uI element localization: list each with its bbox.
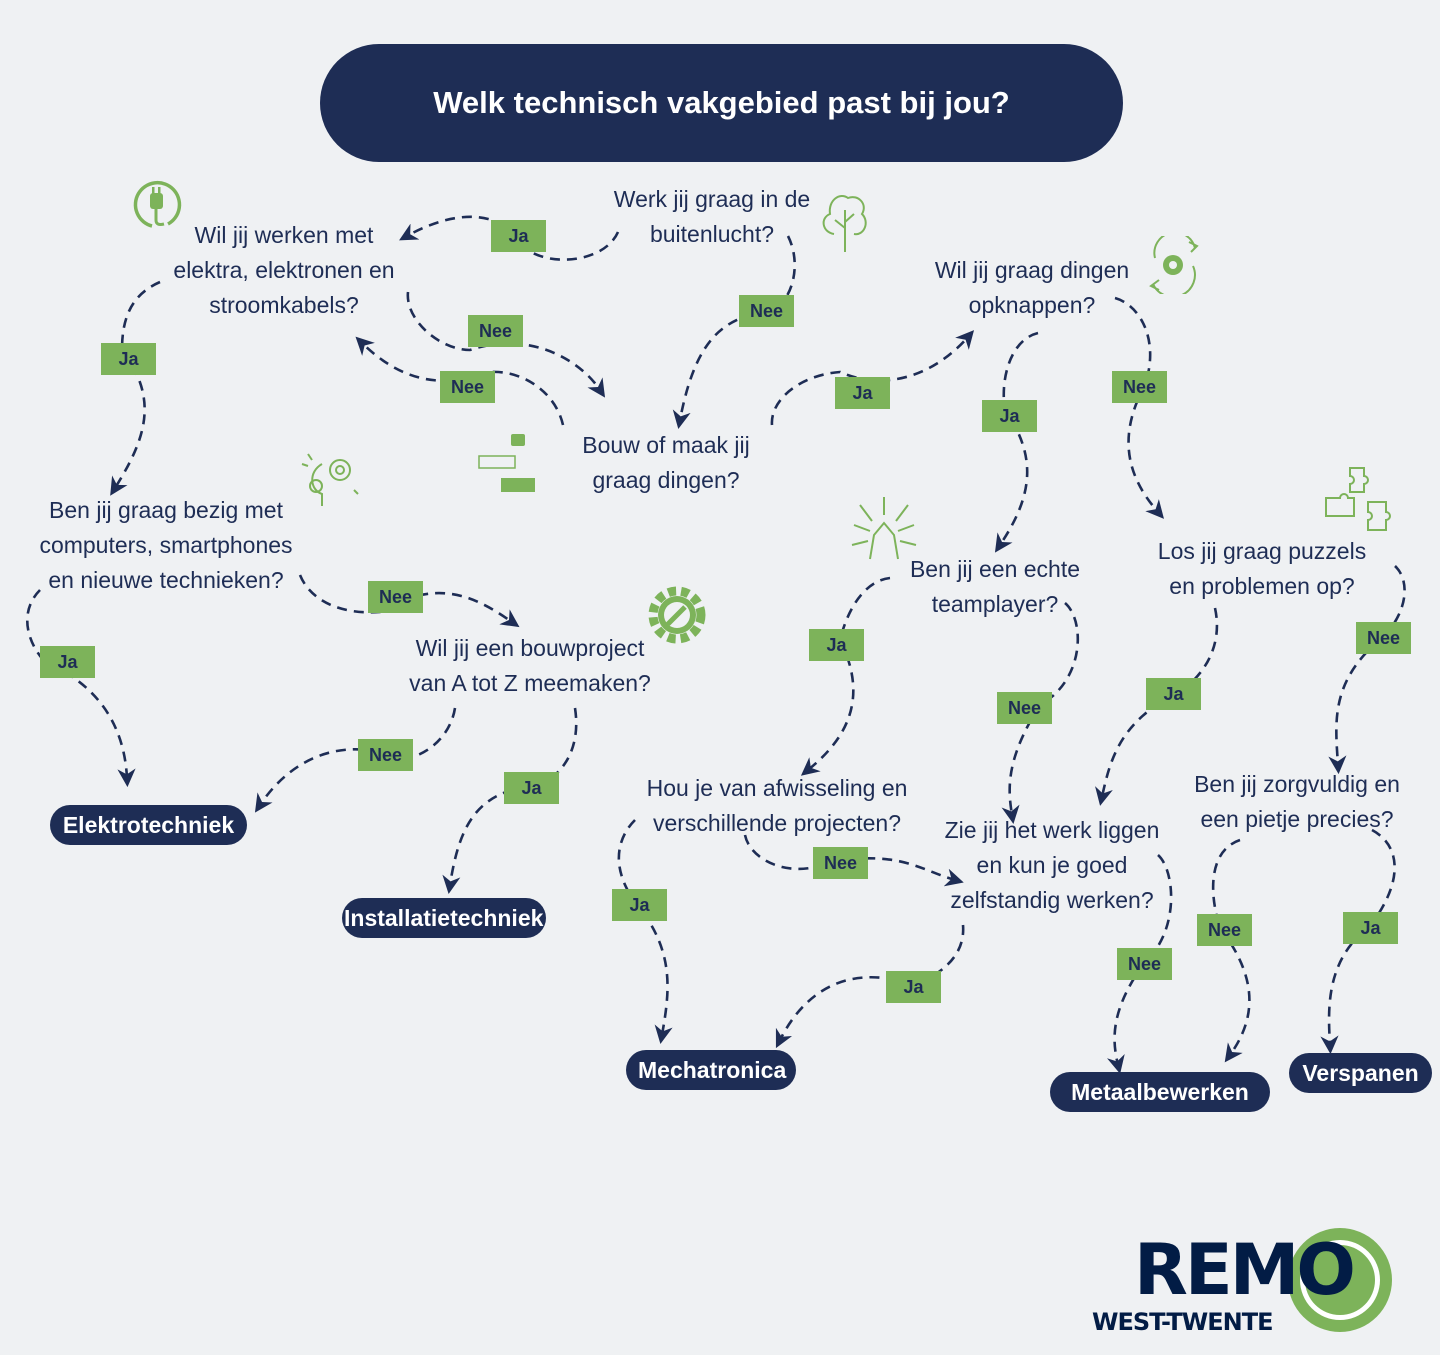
question-line: teamplayer?	[931, 591, 1059, 617]
label-ja: Ja	[886, 971, 941, 1003]
label-nee: Nee	[440, 371, 495, 403]
label-nee: Nee	[468, 315, 523, 347]
question-buitenlucht: Werk jij graag in de buitenlucht?	[614, 182, 810, 252]
remo-west-twente-logo: REMO WEST-TWENTE	[1090, 1222, 1400, 1342]
label-nee: Nee	[1112, 371, 1167, 403]
outcome-mechatronica: Mechatronica	[626, 1050, 796, 1090]
question-puzzels: Los jij graag puzzels en problemen op?	[1158, 534, 1366, 604]
label-ja: Ja	[40, 646, 95, 678]
outcome-elektrotechniek: Elektrotechniek	[50, 805, 247, 845]
question-line: Ben jij zorgvuldig en	[1194, 771, 1400, 797]
question-precies: Ben jij zorgvuldig en een pietje precies?	[1194, 767, 1400, 837]
label-ja: Ja	[982, 400, 1037, 432]
outcome-installatietechniek: Installatietechniek	[342, 898, 546, 938]
question-line: een pietje precies?	[1200, 806, 1394, 832]
arrow	[1211, 838, 1251, 1063]
arrow	[110, 280, 161, 496]
question-line: zelfstandig werken?	[950, 887, 1154, 913]
label-nee: Nee	[358, 739, 413, 771]
label-ja: Ja	[809, 629, 864, 661]
page-title: Welk technisch vakgebied past bij jou?	[320, 44, 1123, 162]
question-line: buitenlucht?	[649, 221, 775, 247]
arrow	[1107, 854, 1173, 1074]
arrow	[672, 235, 796, 429]
arrow	[617, 819, 673, 1044]
refresh-gear-icon	[1149, 236, 1199, 294]
label-ja: Ja	[491, 220, 546, 252]
idea-gears-icon	[301, 453, 359, 506]
question-computers: Ben jij graag bezig met computers, smartp…	[39, 493, 292, 598]
question-line: Zie jij het werk liggen	[944, 817, 1160, 843]
question-line: Hou je van afwisseling en	[646, 775, 908, 801]
arrow	[743, 834, 964, 887]
logo-subtitle: WEST-TWENTE	[1092, 1308, 1274, 1336]
arrow	[775, 924, 965, 1049]
question-line: Werk jij graag in de	[613, 186, 811, 212]
question-line: Wil jij een bouwproject	[415, 635, 645, 661]
question-line: en nieuwe technieken?	[48, 567, 284, 593]
arrow	[1328, 565, 1406, 775]
question-line: Wil jij werken met	[194, 222, 374, 248]
question-line: en problemen op?	[1169, 573, 1355, 599]
question-line: elektra, elektronen en	[173, 257, 395, 283]
question-elektra: Wil jij werken met elektra, elektronen en…	[173, 218, 394, 323]
label-nee: Nee	[1117, 948, 1172, 980]
arrow	[800, 576, 891, 776]
question-bouw: Bouw of maak jij graag dingen?	[582, 428, 749, 498]
label-ja: Ja	[504, 772, 559, 804]
arrow	[1001, 602, 1080, 824]
arrow	[406, 291, 606, 398]
label-ja: Ja	[1343, 912, 1398, 944]
teamwork-hands-icon	[851, 497, 917, 560]
question-line: Ben jij een echte	[909, 556, 1081, 582]
label-nee: Nee	[1197, 914, 1252, 946]
question-line: computers, smartphones	[39, 532, 293, 558]
label-nee: Nee	[997, 692, 1052, 724]
question-line: Wil jij graag dingen	[934, 257, 1130, 283]
question-line: graag dingen?	[592, 467, 740, 493]
question-line: opknappen?	[968, 292, 1096, 318]
question-opknappen: Wil jij graag dingen opknappen?	[935, 253, 1129, 323]
logo-rings-icon	[1288, 1228, 1392, 1332]
question-line: Los jij graag puzzels	[1157, 538, 1367, 564]
label-nee: Nee	[813, 847, 868, 879]
label-ja: Ja	[1146, 678, 1201, 710]
outcome-metaalbewerken: Metaalbewerken	[1050, 1072, 1270, 1112]
arrow	[1114, 296, 1164, 519]
gear-wrench-icon	[648, 586, 706, 644]
question-bouwproject: Wil jij een bouwproject van A tot Z meema…	[409, 631, 651, 701]
arrow	[26, 589, 136, 788]
plug-icon	[133, 180, 182, 228]
label-nee: Nee	[368, 581, 423, 613]
question-line: Ben jij graag bezig met	[49, 497, 283, 523]
label-ja: Ja	[835, 377, 890, 409]
question-afwisseling: Hou je van afwisseling en verschillende p…	[647, 771, 908, 841]
question-zelfstandig: Zie jij het werk liggen en kun je goed zel…	[945, 813, 1160, 918]
tree-icon	[822, 195, 867, 252]
question-line: Bouw of maak jij	[582, 432, 750, 458]
arrow	[442, 707, 578, 894]
question-line: stroomkabels?	[209, 292, 359, 318]
question-line: en kun je goed	[976, 852, 1128, 878]
arrow	[770, 330, 975, 426]
label-ja: Ja	[612, 889, 667, 921]
arrow	[355, 336, 565, 426]
puzzle-icon	[1325, 467, 1391, 531]
building-blocks-icon	[478, 434, 535, 492]
label-ja: Ja	[101, 343, 156, 375]
arrow	[994, 331, 1039, 553]
label-nee: Nee	[1356, 622, 1411, 654]
question-line: van A tot Z meemaken?	[409, 670, 651, 696]
question-line: verschillende projecten?	[652, 810, 902, 836]
question-teamplayer: Ben jij een echte teamplayer?	[910, 552, 1080, 622]
logo-name: REMO	[1134, 1229, 1356, 1311]
outcome-verspanen: Verspanen	[1289, 1053, 1432, 1093]
label-nee: Nee	[739, 295, 794, 327]
